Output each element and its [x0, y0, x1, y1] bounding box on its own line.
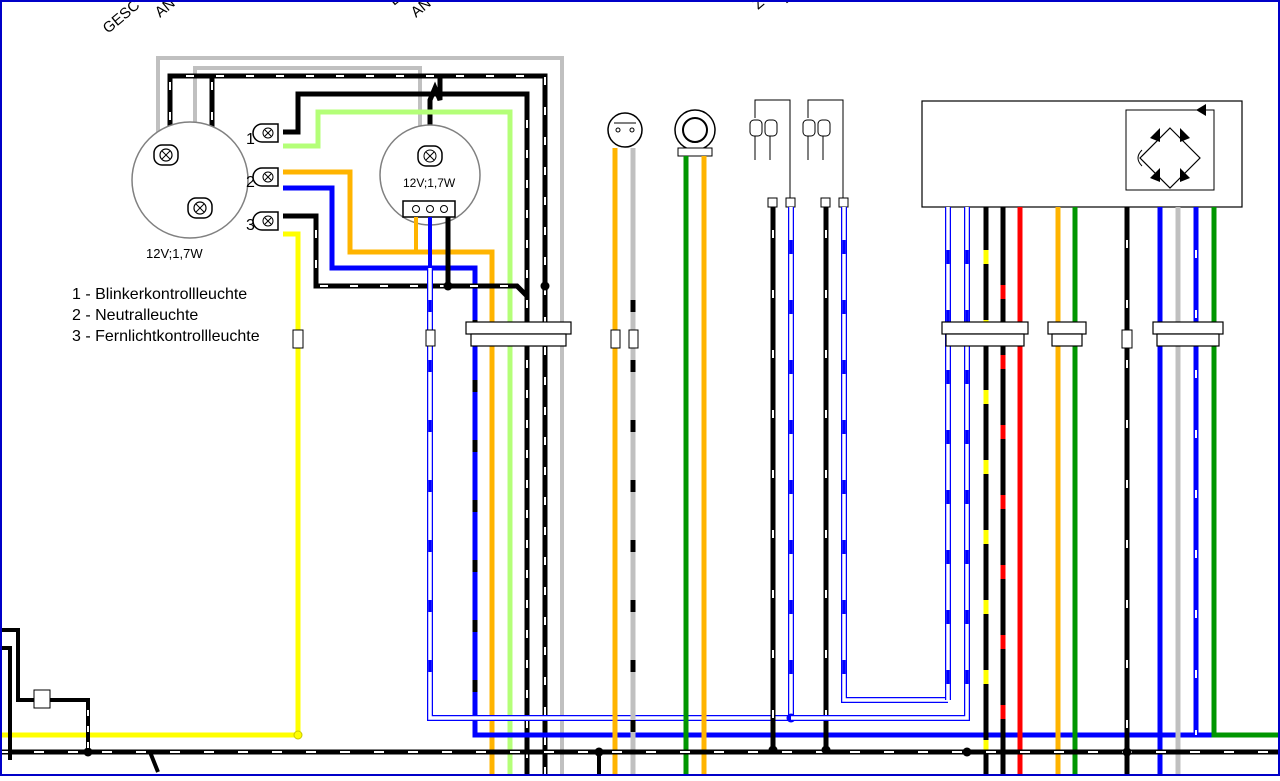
regulator-wires — [791, 207, 1280, 776]
coil-assembly-2 — [802, 99, 849, 208]
top-label-an-1: AN — [152, 0, 179, 21]
bulb-icon — [252, 167, 279, 187]
legend-item-2: 2 - Neutralleuchte — [72, 307, 198, 324]
lamp-rating-center: 12V;1,7W — [403, 176, 456, 190]
diode-icon — [1150, 128, 1160, 142]
left-lamp-housing: 12V;1,7W — [131, 121, 249, 261]
legend: 1 - Blinkerkontrollleuchte 2 - Neutralle… — [72, 286, 260, 345]
wire-orange-pin2 — [283, 169, 495, 776]
sensor-right — [674, 109, 716, 157]
junction-dot — [540, 281, 550, 291]
regulator-box — [921, 100, 1243, 208]
top-label-gesc: GESC — [100, 0, 144, 37]
pin-label-2: 2 — [246, 174, 255, 191]
top-label-l: L — [778, 0, 795, 7]
bulb-icon — [187, 197, 213, 219]
sensor-left — [607, 112, 643, 148]
coil-assembly-1 — [749, 99, 796, 208]
inline-connector — [1121, 329, 1133, 349]
bulb-icon — [417, 145, 443, 167]
inline-connector — [610, 329, 621, 349]
wire-blue-pin2 — [283, 185, 1280, 738]
ground-bus — [0, 745, 1280, 776]
legend-item-3: 3 - Fernlichtkontrollleuchte — [72, 328, 260, 345]
connector-block — [941, 321, 1029, 335]
diode-icon — [1180, 128, 1190, 142]
wire-white-blue-coil-2 — [841, 207, 948, 703]
connector-block — [1152, 321, 1224, 335]
junction-dot — [293, 730, 303, 740]
inline-connector — [292, 329, 304, 349]
legend-item-1: 1 - Blinkerkontrollleuchte — [72, 286, 247, 303]
wire-white-blue — [425, 268, 790, 721]
pin-label-1: 1 — [246, 131, 255, 148]
diode-icon — [1180, 168, 1190, 182]
pin-label-3: 3 — [246, 217, 255, 234]
connector-block — [402, 200, 456, 218]
connector-block — [1047, 321, 1087, 335]
wire-black-pin3 — [283, 213, 529, 298]
top-label-le: LE — [386, 0, 411, 9]
bulb-icon — [252, 123, 279, 143]
bulb-icon — [252, 211, 279, 231]
center-lamp-housing: 12V;1,7W — [379, 124, 481, 226]
inline-connector — [425, 329, 436, 347]
wire-yellow-pin3 — [283, 231, 301, 735]
inline-connector — [628, 329, 639, 349]
bulb-icon — [153, 144, 179, 166]
inline-connector — [33, 689, 51, 709]
top-label-an-2: AN — [408, 0, 435, 21]
lamp-rating-left: 12V;1,7W — [146, 246, 203, 261]
junction-dot — [443, 281, 453, 291]
connector-block — [465, 321, 572, 335]
diode-icon — [1150, 168, 1160, 182]
left-edge-harness — [0, 628, 90, 760]
indicator-pins: 1 2 3 — [246, 123, 279, 234]
